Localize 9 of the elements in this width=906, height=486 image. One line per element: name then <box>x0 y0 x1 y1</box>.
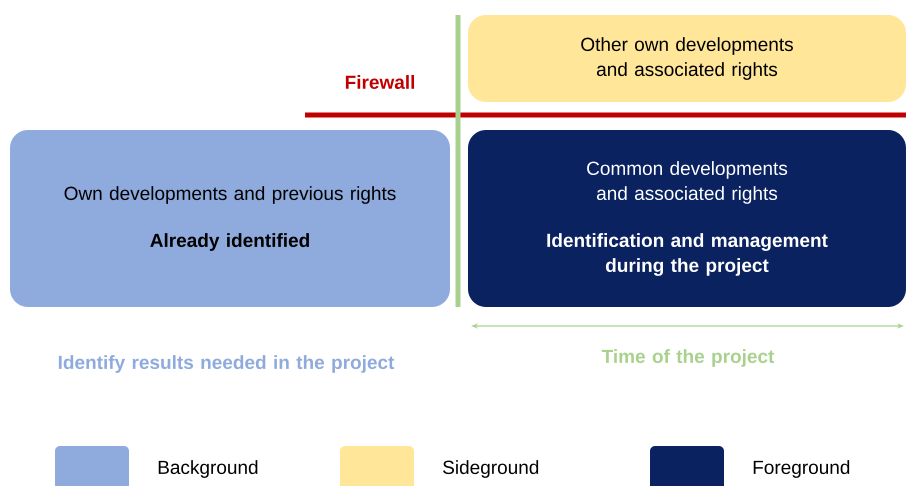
note-text: Identify results needed in the project <box>58 355 394 373</box>
legend-label: Sideground <box>443 460 538 478</box>
rounded-box: Common developments and associated rights Identification and management during the project <box>468 130 906 307</box>
rounded-box: Own developments and previous rights Already identified <box>10 130 450 307</box>
time-label: Time of the project <box>602 349 774 367</box>
rounded-box: Other own developments and associated rights <box>468 15 906 102</box>
legend-label: Foreground <box>754 460 850 478</box>
firewall-label: Firewall <box>346 75 414 89</box>
legend-label: Background <box>158 460 258 478</box>
